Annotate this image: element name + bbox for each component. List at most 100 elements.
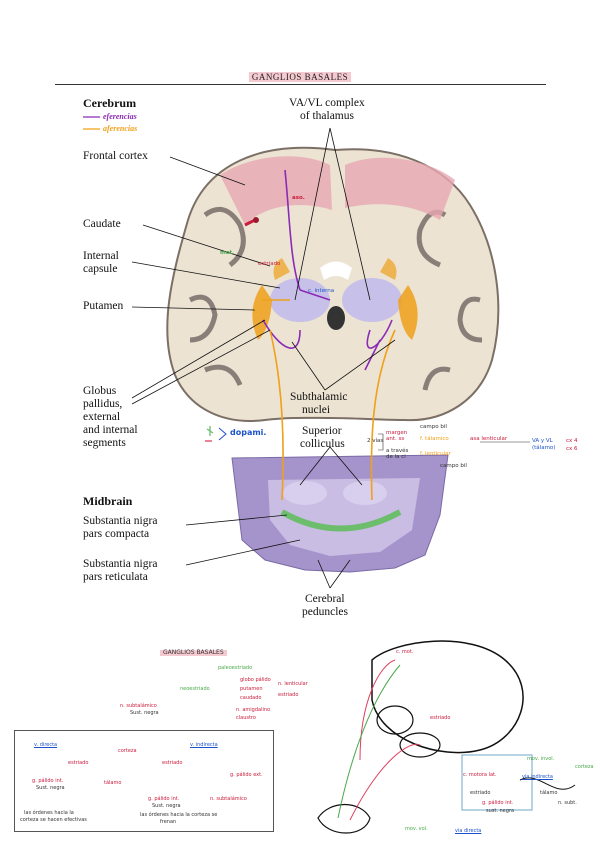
label-putamen: Putamen — [83, 300, 124, 312]
box-estriado-left: estriado — [68, 760, 89, 766]
sketch-sust-negra: sust. negra — [486, 808, 515, 814]
box-sust-negra-right: Sust. negra — [152, 803, 181, 809]
sketch-talamo: tálamo — [540, 790, 558, 796]
notes-caudado: caudado — [240, 695, 262, 701]
putamen-left — [252, 285, 272, 340]
notes-estriado: estriado — [278, 692, 299, 698]
sketch-estriado: estriado — [430, 715, 451, 721]
title-rule — [55, 84, 546, 85]
label-internal-capsule-1: Internal — [83, 250, 119, 262]
label-vavl-1: VA/VL complex — [289, 97, 365, 109]
box-corteza: corteza — [118, 748, 137, 754]
box-via-directa: v. directa — [34, 742, 58, 748]
label-internal-capsule-2: capsule — [83, 263, 118, 275]
cortex-gyri — [188, 206, 483, 391]
notes-n-lenticular: n. lenticular — [278, 681, 308, 687]
annot-glenticular: f. lenticular — [420, 451, 451, 457]
annot-asa-lenticular: asa lenticular — [470, 436, 508, 442]
label-vavl-2: of thalamus — [300, 110, 354, 122]
annot-traves-1: a través — [386, 448, 409, 454]
annot-vias: 2 vías — [367, 438, 384, 444]
thalamus-right — [342, 278, 402, 322]
box-g-palido-ext: g. pálido ext. — [230, 772, 263, 778]
annot-campo-h2: campo bil — [440, 463, 467, 469]
annot-traves-2: de la ci — [386, 454, 406, 460]
annot-dopamine: dopami. — [230, 428, 267, 437]
label-globus-1: Globus — [83, 385, 117, 397]
legend-efferent: eferencias — [103, 112, 137, 121]
label-globus-2: pallidus, — [83, 398, 123, 410]
afferent-path — [262, 299, 396, 501]
notes-n-subtalamico: n. subtalámico — [120, 703, 157, 709]
notes-claustro: claustro — [236, 715, 256, 721]
box-g-palido-int: g. pálido int. — [32, 778, 64, 784]
box-talamo: tálamo — [104, 780, 122, 786]
sketch-c-mot-lat: c. motora lat. — [463, 772, 497, 778]
sketch-g-palido-int: g. pálido int. — [482, 800, 514, 806]
sketch-c-mot: c. mot. — [396, 649, 414, 655]
thalamus-left — [270, 278, 330, 322]
sketch-mov-invol: mov. invol. — [527, 756, 555, 762]
sketch-mov-vol: mov. vol. — [405, 826, 428, 832]
annot-aso: aso. — [292, 195, 305, 201]
box-note-left-2: corteza se hacen efectivas — [20, 817, 87, 823]
notes-paleoestriado: paleoestriado — [218, 665, 253, 671]
label-caudate: Caudate — [83, 218, 121, 230]
label-snr-1: Substantia nigra — [83, 558, 158, 570]
box-via-indirecta: v. indirecta — [190, 742, 218, 748]
caudate-left — [273, 258, 290, 280]
box-estriado-right: estriado — [162, 760, 183, 766]
sketch-estriado2: estriado — [470, 790, 491, 796]
frontal-cortex-pink — [220, 156, 332, 225]
notes-globo-palido: globo pálido — [240, 677, 271, 683]
notes-n-amigdalino: n. amigdalino — [236, 707, 271, 713]
box-sust-negra: Sust. negra — [36, 785, 65, 791]
legend-heading: Cerebrum — [83, 96, 137, 110]
sketch-n-subt: n. subt. — [558, 800, 577, 806]
notes-sust-negra: Sust. negra — [130, 710, 159, 716]
label-superior-2: colliculus — [300, 438, 345, 450]
putamen-right — [398, 285, 418, 340]
annot-margin-1: margen — [386, 430, 408, 436]
label-subthalamic-2: nuclei — [302, 404, 331, 416]
page-title-text: GANGLIOS BASALES — [248, 72, 352, 82]
label-snr-2: pars reticulata — [83, 571, 148, 583]
annot-estriado: estriado — [258, 261, 281, 267]
annot-margin-2: ant. ss — [386, 436, 405, 442]
label-globus-5: segments — [83, 437, 126, 449]
annot-talamo: (tálamo) — [532, 445, 556, 451]
label-peduncles-1: Cerebral — [305, 593, 345, 605]
label-superior-1: Superior — [302, 425, 342, 437]
annot-mot: mot. — [220, 250, 235, 256]
box-note-right-1: las órdenes hacia la corteza se — [140, 812, 218, 818]
box-g-palido-int-right: g. pálido int. — [148, 796, 180, 802]
annot-gtalamico: f. tálamico — [420, 436, 449, 442]
annot-capsula: c. interna — [308, 288, 335, 294]
notes-putamen: putamen — [240, 686, 263, 692]
label-snc-1: Substantia nigra — [83, 515, 158, 527]
sketch-via-indirecta: via indirecta — [522, 774, 553, 780]
label-snc-2: pars compacta — [83, 528, 150, 540]
annot-cx6: cx 6 — [566, 446, 578, 452]
notes-neoestriado: neoestriado — [180, 686, 210, 692]
label-subthalamic-1: Subthalamic — [290, 391, 348, 403]
annot-vavl: VA y VL — [532, 438, 553, 444]
legend-afferent: aferencias — [103, 124, 138, 133]
superior-colliculus-shape — [283, 481, 327, 505]
caudate-right — [380, 258, 397, 280]
pathway-box — [14, 730, 274, 832]
box-note-left-1: las órdenes hacia la — [24, 810, 74, 816]
annot-campo-bil: campo bil — [420, 424, 447, 430]
efferent-path — [262, 169, 393, 371]
label-frontal-cortex: Frontal cortex — [83, 150, 148, 162]
page-title: GANGLIOS BASALES — [0, 72, 600, 82]
label-peduncles-2: peduncles — [302, 606, 348, 618]
label-globus-3: external — [83, 411, 121, 423]
box-note-right-2: frenan — [160, 819, 177, 825]
label-midbrain: Midbrain — [83, 494, 133, 508]
annot-cx4: cx 4 — [566, 438, 578, 444]
box-n-subtalamico: n. subtalámico — [210, 796, 247, 802]
notes-title: GANGLIOS BASALES — [160, 650, 227, 656]
